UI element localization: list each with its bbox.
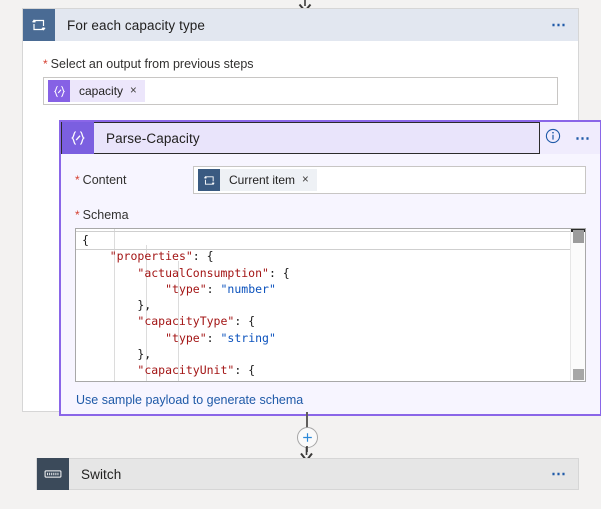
parse-capacity-card[interactable]: Parse-Capacity ⋯ (59, 120, 601, 416)
content-row: * Content (75, 166, 586, 194)
switch-icon (37, 458, 69, 490)
foreach-body: * Select an output from previous steps c… (23, 41, 578, 105)
switch-card[interactable]: Switch ⋯ (36, 458, 579, 490)
indent-guide (146, 245, 147, 381)
schema-label-wrap: * Schema (75, 208, 586, 222)
schema-scrollbar[interactable] (570, 229, 585, 381)
code-line: "actualConsumption": { (137, 265, 290, 280)
foreach-field-label-row: * Select an output from previous steps (43, 57, 558, 71)
code-line: }, (82, 347, 152, 362)
resize-grip[interactable] (573, 369, 584, 380)
code-line: "capacityType": { (137, 314, 256, 329)
content-label: Content (82, 173, 127, 187)
foreach-output-input[interactable]: capacity × (43, 77, 558, 105)
connector-line-upper (306, 412, 308, 428)
code-line: "type": "string" (82, 379, 571, 381)
foreach-card[interactable]: For each capacity type ⋯ * Select an out… (22, 8, 601, 416)
switch-more-button[interactable]: ⋯ (551, 465, 568, 483)
token-remove-button[interactable]: × (302, 174, 309, 186)
parse-card-header[interactable]: Parse-Capacity ⋯ (61, 122, 600, 154)
info-icon[interactable] (545, 128, 561, 149)
scrollbar-thumb[interactable] (573, 230, 584, 243)
parse-header-actions: ⋯ (545, 122, 592, 154)
schema-editor[interactable]: { "properties": { "actualConsumption": {… (75, 228, 586, 382)
parse-body: * Content (61, 154, 600, 409)
token-chip-label: Current item (229, 173, 296, 187)
token-remove-button[interactable]: × (130, 85, 137, 97)
parse-header-inner[interactable]: Parse-Capacity (61, 122, 540, 154)
loop-icon (23, 9, 55, 41)
foreach-card-header[interactable]: For each capacity type ⋯ (23, 9, 578, 41)
code-line: "properties": { (109, 249, 214, 264)
schema-code[interactable]: { "properties": { "actualConsumption": {… (76, 229, 571, 381)
token-chip-current-item[interactable]: Current item × (198, 169, 317, 191)
foreach-field-label: Select an output from previous steps (50, 57, 254, 71)
code-line: { (76, 230, 571, 251)
indent-guide (114, 229, 115, 381)
foreach-more-button[interactable]: ⋯ (551, 16, 568, 34)
required-asterisk: * (75, 173, 80, 187)
add-step-button[interactable] (297, 427, 318, 448)
content-label-wrap: * Content (75, 166, 193, 187)
token-chip-label: capacity (79, 84, 124, 98)
code-line: }, (82, 298, 152, 313)
use-sample-payload-link[interactable]: Use sample payload to generate schema (76, 393, 304, 407)
indent-guide (178, 261, 179, 381)
foreach-title: For each capacity type (67, 17, 206, 33)
schema-label: Schema (82, 208, 129, 222)
parse-json-icon (62, 122, 94, 154)
switch-title: Switch (81, 466, 122, 482)
code-line: "capacityUnit": { (137, 363, 256, 378)
token-chip-body: Current item × (220, 169, 317, 191)
token-chip-capacity[interactable]: capacity × (48, 80, 145, 102)
content-input[interactable]: Current item × (193, 166, 586, 194)
code-line: "type": "number" (165, 281, 276, 296)
current-item-icon (198, 169, 220, 191)
required-asterisk: * (75, 208, 80, 222)
parse-title: Parse-Capacity (106, 130, 200, 146)
token-chip-body: capacity × (70, 80, 145, 102)
required-asterisk: * (43, 57, 48, 71)
code-line: "type": "string" (165, 330, 276, 345)
parse-more-button[interactable]: ⋯ (575, 129, 592, 147)
expression-icon (48, 80, 70, 102)
